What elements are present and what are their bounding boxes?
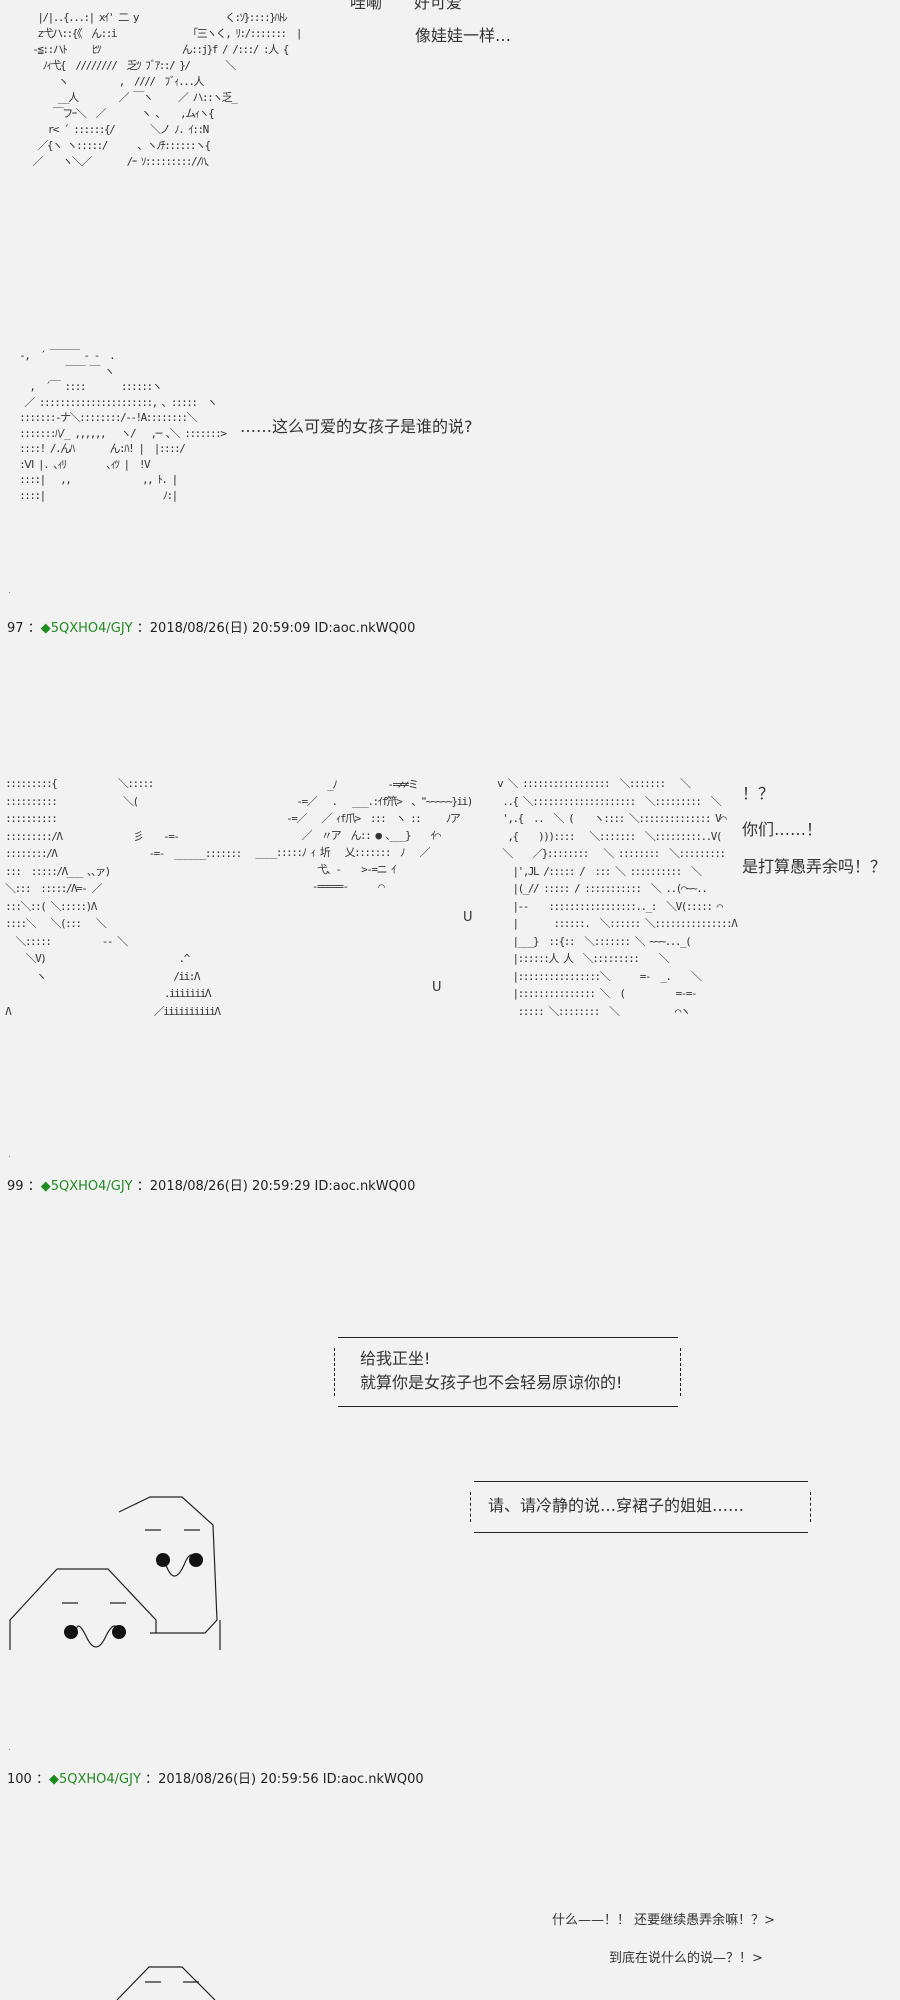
post-date: 2018/08/26(日) 20:59:09 xyxy=(149,621,311,636)
ascii-art-two-creatures xyxy=(9,1496,221,1650)
separator: ： xyxy=(145,1772,159,1787)
separator-dot: . xyxy=(8,1743,11,1753)
ascii-art-right: v ＼ ::::::::::::::::: ＼::::::: ＼ ..{ ＼::… xyxy=(497,777,738,1018)
ascii-art-creature-partial xyxy=(116,1966,216,2000)
post-header-99: 99 ：◆5QXHO4/GJY ：2018/08/26(日) 20:59:29 … xyxy=(7,1175,415,1194)
post-id[interactable]: ID:aoc.nkWQ00 xyxy=(314,621,416,636)
separator: ： xyxy=(27,621,41,636)
bubble-line: 就算你是女孩子也不会轻易原谅你的! xyxy=(360,1373,623,1392)
dialogue-line: 到底在说什么的说—？！> xyxy=(609,1951,763,1966)
ascii-art-fish: _ﾉ -=≠≠ミ -=／ . ___.:ｲf笊> ､ "~~~~~}ii) -=… xyxy=(255,778,473,893)
dialogue-line: 什么——！！ 还要继续愚弄余嘛！？> xyxy=(552,1913,776,1928)
dialogue-partial: 哇嘞 好可爱 xyxy=(350,0,463,12)
post-id[interactable]: ID:aoc.nkWQ00 xyxy=(314,1179,416,1194)
bubble-line: 给我正坐! xyxy=(360,1349,431,1368)
post-number: 99 xyxy=(7,1179,24,1194)
tripcode[interactable]: 5QXHO4/GJY xyxy=(50,1179,133,1194)
post-number: 97 xyxy=(7,621,24,636)
speech-bubble: 给我正坐! 就算你是女孩子也不会轻易原谅你的! xyxy=(334,1337,681,1407)
dialogue-line: 像娃娃一样… xyxy=(415,26,512,45)
separator-dot: . xyxy=(8,586,11,596)
ascii-art-left: :::::::::{ ＼::::: :::::::::: ＼( ::::::::… xyxy=(5,777,242,1018)
dialogue-line: 是打算愚弄余吗！？ xyxy=(742,857,887,876)
post-header-97: 97 ：◆5QXHO4/GJY ：2018/08/26(日) 20:59:09 … xyxy=(7,617,415,636)
separator-dot: . xyxy=(8,1150,11,1160)
post-header-100: 100 ：◆5QXHO4/GJY ：2018/08/26(日) 20:59:56… xyxy=(7,1768,424,1787)
dialogue-line: 你们……！ xyxy=(742,820,823,839)
separator: ： xyxy=(27,1179,41,1194)
trip-diamond-icon: ◆ xyxy=(40,621,51,636)
trip-diamond-icon: ◆ xyxy=(48,1772,59,1787)
post-date: 2018/08/26(日) 20:59:56 xyxy=(158,1772,319,1787)
dialogue-line: ……这么可爱的女孩子是谁的说? xyxy=(240,417,473,436)
post-id[interactable]: ID:aoc.nkWQ00 xyxy=(322,1772,424,1787)
post-date: 2018/08/26(日) 20:59:29 xyxy=(149,1179,311,1194)
separator: ： xyxy=(136,621,150,636)
ascii-u: U xyxy=(432,980,442,995)
dialogue-line: ！？ xyxy=(742,784,775,803)
separator: ： xyxy=(35,1772,49,1787)
separator: ： xyxy=(136,1179,150,1194)
tripcode[interactable]: 5QXHO4/GJY xyxy=(58,1772,141,1787)
post-number: 100 xyxy=(7,1772,32,1787)
trip-diamond-icon: ◆ xyxy=(40,1179,51,1194)
tripcode[interactable]: 5QXHO4/GJY xyxy=(50,621,133,636)
ascii-u: U xyxy=(463,910,473,925)
ascii-art-girl-face: -, ´ ￣￣￣ ‐ - . ￣￣ ￣ ヽ , ´￣ :::: ::::::ヽ … xyxy=(19,349,227,502)
speech-bubble: 请、请冷静的说…穿裙子的姐姐…… xyxy=(470,1481,811,1533)
ascii-art-girl-top: |/|..{...:| xｲ' 二 y く:ｿ}::::}ﾊﾄﾚ z弋ハ::{《… xyxy=(32,11,302,168)
bubble-line: 请、请冷静的说…穿裙子的姐姐…… xyxy=(488,1496,745,1515)
